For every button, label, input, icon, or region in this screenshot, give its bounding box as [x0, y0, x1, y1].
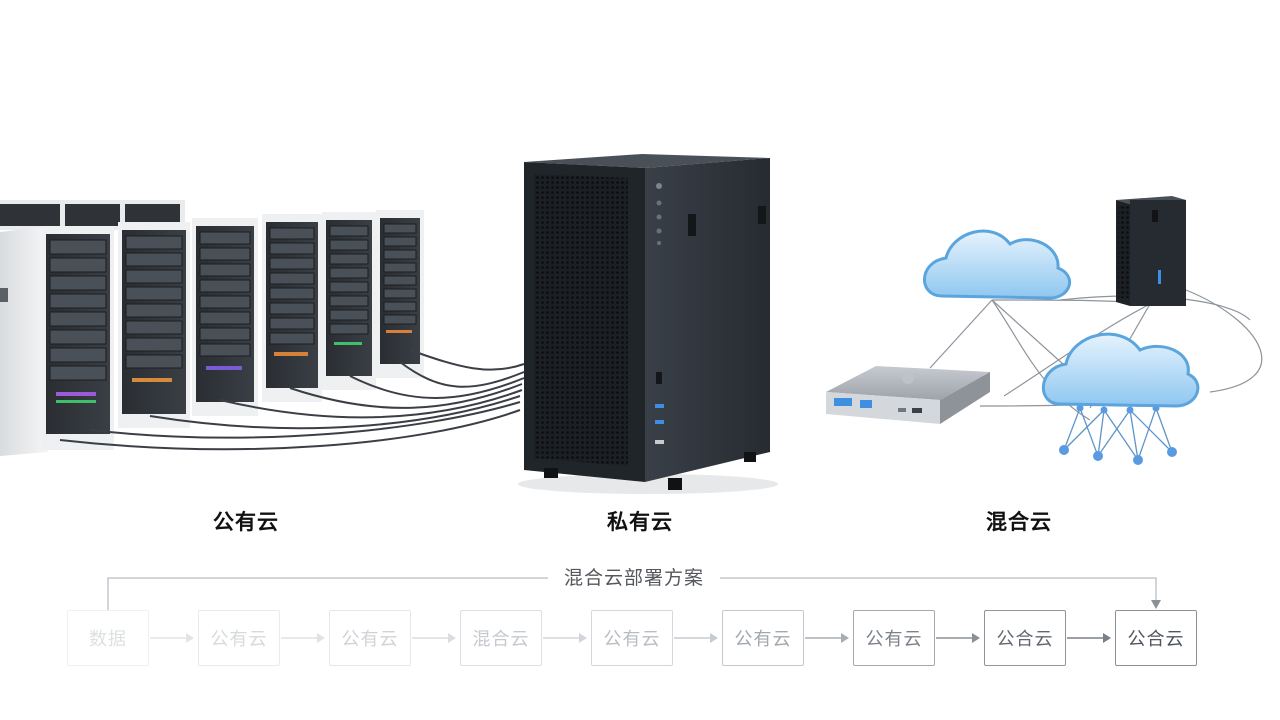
label-private-cloud: 私有云 — [607, 510, 673, 534]
flow-step-1: 数据 — [67, 610, 149, 666]
hybrid-cloud-network — [929, 289, 1263, 421]
flow-step-9: 公合云 — [1115, 610, 1197, 666]
network-cables — [59, 349, 525, 451]
flow-step-2: 公有云 — [198, 610, 280, 666]
cloud-right-icon — [1042, 332, 1200, 465]
mini-pc — [826, 366, 990, 424]
flow-step-7: 公有云 — [853, 610, 935, 666]
flow-step-4: 混合云 — [460, 610, 542, 666]
mini-server — [1116, 196, 1186, 306]
private-cloud-tower — [518, 154, 778, 494]
flow-step-8: 公合云 — [984, 610, 1066, 666]
label-public-cloud: 公有云 — [213, 510, 279, 534]
flow-title: 混合云部署方案 — [548, 564, 720, 592]
public-cloud-racks — [0, 200, 424, 456]
label-hybrid-cloud: 混合云 — [986, 510, 1052, 534]
flow-step-5: 公有云 — [591, 610, 673, 666]
flow-step-6: 公有云 — [722, 610, 804, 666]
cloud-left-icon — [923, 229, 1071, 300]
flow-step-3: 公有云 — [329, 610, 411, 666]
